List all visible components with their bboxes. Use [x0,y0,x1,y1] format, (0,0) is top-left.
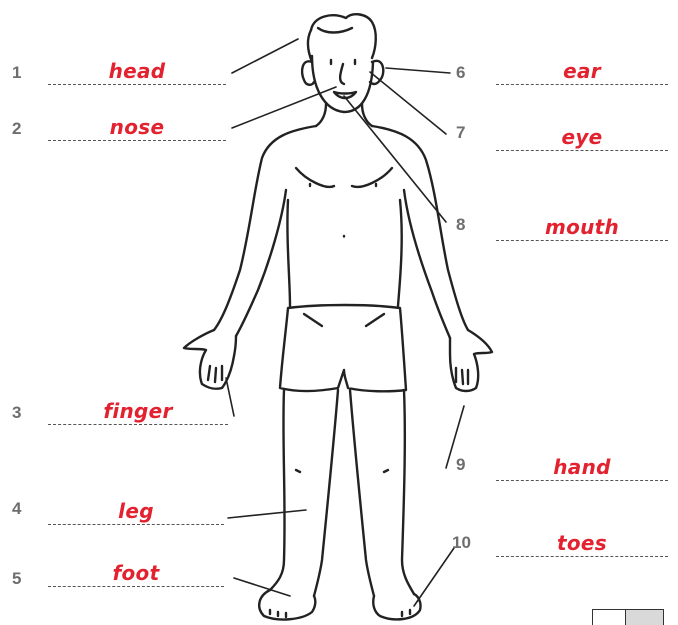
answer-text-hand: hand [553,454,611,480]
answer-slot-10[interactable]: toes [496,530,668,557]
answer-slot-7[interactable]: eye [496,124,668,151]
score-box [592,609,664,625]
answer-text-toes: toes [557,530,607,556]
answer-slot-9[interactable]: hand [496,454,668,481]
answer-text-mouth: mouth [545,214,619,240]
answer-slot-3[interactable]: finger [48,398,228,425]
answer-text-nose: nose [110,114,165,140]
answer-text-eye: eye [561,124,602,150]
label-number-5: 5 [12,570,21,587]
score-box-shaded-cell [625,610,663,625]
answer-slot-2[interactable]: nose [48,114,226,141]
label-number-7: 7 [456,124,465,141]
answer-slot-1[interactable]: head [48,58,226,85]
label-number-2: 2 [12,120,21,137]
label-number-3: 3 [12,404,21,421]
label-number-4: 4 [12,500,21,517]
label-number-10: 10 [452,534,471,551]
answer-text-head: head [109,58,166,84]
label-number-1: 1 [12,64,21,81]
answer-slot-4[interactable]: leg [48,498,224,525]
answer-text-finger: finger [103,398,172,424]
answer-text-foot: foot [113,560,160,586]
answer-text-ear: ear [563,58,601,84]
answer-text-leg: leg [118,498,154,524]
answer-slot-6[interactable]: ear [496,58,668,85]
label-number-6: 6 [456,64,465,81]
label-number-8: 8 [456,216,465,233]
label-number-9: 9 [456,456,465,473]
answer-slot-5[interactable]: foot [48,560,224,587]
answer-slot-8[interactable]: mouth [496,214,668,241]
